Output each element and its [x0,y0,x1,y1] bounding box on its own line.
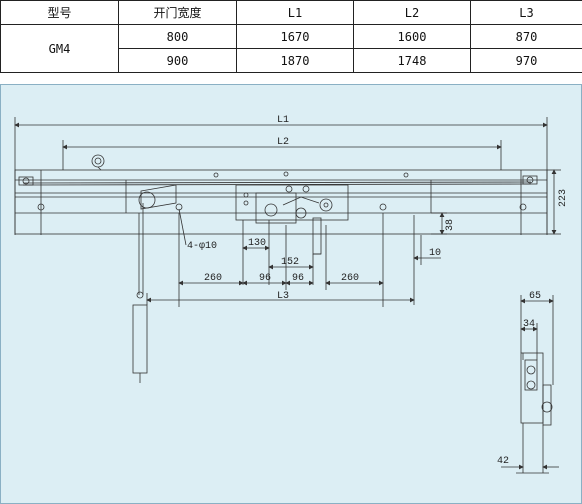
header-l1: L1 [236,0,354,25]
dim-l1-line [14,117,548,235]
model-cell: GM4 [0,24,119,73]
dimension-labels: L1 L2 L3 223 130 152 96 96 260 260 38 10… [187,115,569,467]
technical-drawing-panel: L1 L2 L3 223 130 152 96 96 260 260 38 10… [0,84,582,504]
l2-cell: 1600 [353,24,471,49]
label-l2: L2 [277,137,289,148]
width-cell: 800 [118,24,237,49]
l1-cell: 1870 [236,48,354,73]
label-152: 152 [281,257,299,268]
table-row: 900 1870 1748 970 [1,48,582,73]
label-38: 38 [445,219,456,231]
hanger-mechanism [235,184,349,255]
label-65: 65 [529,291,541,302]
label-96-left: 96 [259,273,271,284]
left-pulley-assembly [132,184,177,383]
header-l3: L3 [470,0,582,25]
label-260-right: 260 [341,273,359,284]
label-260-left: 260 [204,273,222,284]
l3-cell: 870 [470,24,582,49]
dim-l2-line [62,140,502,170]
label-l1: L1 [277,115,289,126]
dim-lines-lower [146,169,561,307]
operator-beam [14,154,548,235]
label-130: 130 [248,238,266,249]
table-row: GM4 800 1670 1600 870 [0,24,582,73]
table-header-row: 型号 开门宽度 L1 L2 L3 [0,0,582,25]
label-96-right: 96 [292,273,304,284]
hole-leader [178,208,187,246]
l2-cell: 1748 [353,48,471,73]
label-223: 223 [558,189,569,207]
header-l2: L2 [353,0,471,25]
label-34: 34 [523,319,535,330]
l1-cell: 1670 [236,24,354,49]
spec-table: 型号 开门宽度 L1 L2 L3 GM4 800 1670 1600 870 9… [0,0,582,73]
label-4-phi10: 4-φ10 [187,241,217,252]
l3-cell: 970 [470,48,582,73]
label-42: 42 [497,456,509,467]
door-operator-drawing: L1 L2 L3 223 130 152 96 96 260 260 38 10… [14,115,569,474]
label-l3: L3 [277,291,289,302]
side-view [501,295,559,474]
width-cell: 900 [118,48,237,73]
header-door-width: 开门宽度 [118,0,237,25]
header-model: 型号 [0,0,119,25]
label-10: 10 [429,248,441,259]
